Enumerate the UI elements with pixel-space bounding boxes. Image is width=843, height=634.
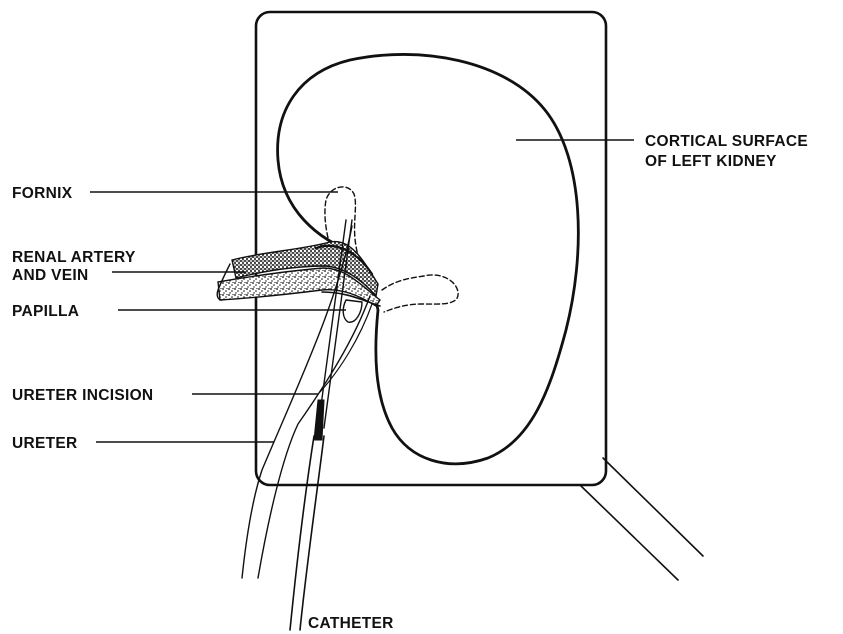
- renal-pelvis-calyx: [382, 275, 458, 312]
- label-ureter: URETER: [12, 435, 78, 452]
- label-cortical-line1: CORTICAL SURFACE: [645, 133, 808, 150]
- label-ureter-incision: URETER INCISION: [12, 387, 153, 404]
- label-cortical-line2: OF LEFT KIDNEY: [645, 153, 777, 170]
- papilla: [343, 300, 362, 322]
- label-catheter: CATHETER: [308, 615, 394, 632]
- label-papilla: PAPILLA: [12, 303, 79, 320]
- stand-legs: [580, 458, 703, 580]
- label-fornix: FORNIX: [12, 185, 73, 202]
- renal-vessels: [217, 241, 380, 306]
- label-renal-vessels-line2: AND VEIN: [12, 267, 88, 284]
- label-renal-vessels-line1: RENAL ARTERY: [12, 249, 136, 266]
